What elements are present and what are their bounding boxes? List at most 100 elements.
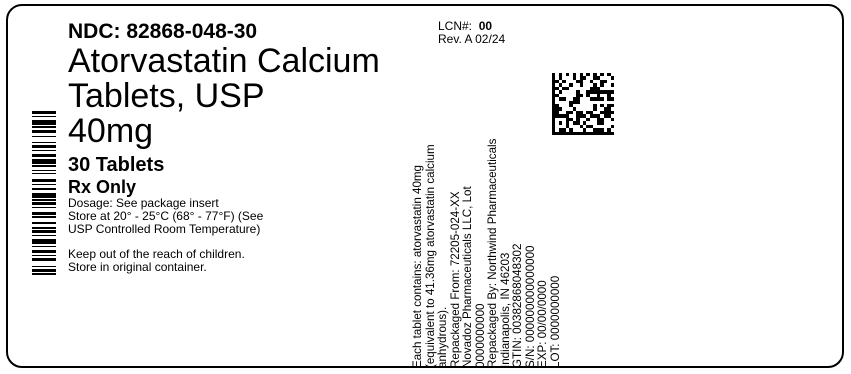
datamatrix-module	[589, 103, 594, 108]
dosage-text: Dosage: See package insert	[68, 196, 219, 210]
datamatrix-module	[572, 117, 577, 122]
barcode-module	[32, 157, 56, 159]
datamatrix-module	[603, 110, 608, 115]
datamatrix-module	[569, 128, 573, 132]
datamatrix-module	[603, 86, 608, 91]
datamatrix-module	[589, 79, 594, 84]
datamatrix-module	[552, 103, 556, 108]
datamatrix-module	[579, 90, 583, 94]
datamatrix-module	[589, 93, 594, 98]
vertical-line: anhydrous).	[436, 306, 449, 368]
datamatrix-module	[572, 110, 577, 115]
datamatrix-module	[593, 103, 597, 108]
datamatrix-module	[600, 117, 604, 122]
datamatrix-module	[589, 76, 594, 80]
datamatrix-module	[552, 128, 556, 132]
datamatrix-module	[579, 114, 583, 118]
datamatrix-module	[579, 73, 583, 77]
datamatrix-module	[576, 79, 580, 84]
datamatrix-module	[552, 110, 556, 115]
datamatrix-module	[562, 86, 566, 91]
datamatrix-module	[586, 93, 590, 98]
datamatrix-module	[582, 76, 587, 80]
datamatrix-module	[596, 93, 601, 98]
barcode-module	[32, 183, 56, 186]
datamatrix-module	[572, 107, 577, 111]
datamatrix-module	[569, 110, 573, 115]
datamatrix-module	[569, 131, 573, 135]
datamatrix-module	[603, 121, 608, 125]
datamatrix-module	[593, 86, 597, 91]
datamatrix-module	[576, 110, 580, 115]
datamatrix-module	[565, 124, 570, 129]
datamatrix-module	[572, 76, 577, 80]
barcode-module	[32, 250, 56, 254]
datamatrix-module	[586, 79, 590, 84]
barcode-module	[32, 223, 56, 228]
datamatrix-module	[569, 100, 573, 104]
datamatrix-module	[552, 83, 556, 87]
datamatrix-module	[576, 103, 580, 108]
datamatrix-module	[586, 117, 590, 122]
datamatrix-module	[603, 103, 608, 108]
datamatrix-module	[610, 131, 614, 135]
datamatrix-module	[589, 90, 594, 94]
datamatrix-module	[607, 131, 611, 135]
datamatrix-module	[607, 93, 611, 98]
datamatrix-module	[596, 90, 601, 94]
left-column: NDC: 82868-048-30 Atorvastatin Calcium T…	[68, 20, 418, 274]
datamatrix-module	[558, 128, 563, 132]
datamatrix-module	[593, 107, 597, 111]
datamatrix-module	[596, 107, 601, 111]
datamatrix-module	[572, 86, 577, 91]
datamatrix-module	[610, 117, 614, 122]
datamatrix-module	[569, 83, 573, 87]
barcode-module	[32, 208, 56, 212]
datamatrix-module	[582, 90, 587, 94]
barcode-module	[32, 188, 56, 190]
datamatrix-module	[562, 76, 566, 80]
datamatrix-module	[569, 114, 573, 118]
datamatrix-module	[600, 110, 604, 115]
datamatrix-module	[600, 124, 604, 129]
datamatrix-module	[610, 128, 614, 132]
datamatrix-module	[579, 79, 583, 84]
datamatrix-module	[600, 90, 604, 94]
datamatrix-module	[562, 100, 566, 104]
datamatrix-module	[610, 103, 614, 108]
datamatrix-module	[589, 97, 594, 101]
datamatrix-module	[582, 114, 587, 118]
datamatrix-module	[576, 114, 580, 118]
datamatrix-module	[610, 100, 614, 104]
datamatrix-module	[607, 76, 611, 80]
lcn-value: 00	[478, 19, 493, 33]
datamatrix-module	[603, 73, 608, 77]
datamatrix-module	[569, 103, 573, 108]
barcode-module	[32, 148, 56, 150]
datamatrix-module	[589, 83, 594, 87]
datamatrix-module	[589, 114, 594, 118]
datamatrix-module	[607, 124, 611, 129]
barcode-module	[32, 202, 56, 206]
datamatrix-module	[586, 114, 590, 118]
datamatrix-module	[586, 103, 590, 108]
datamatrix-module	[579, 121, 583, 125]
datamatrix-module	[607, 86, 611, 91]
ndc-number: NDC: 82868-048-30	[68, 20, 258, 43]
datamatrix-module	[562, 79, 566, 84]
datamatrix-module	[572, 114, 577, 118]
barcode-module	[32, 197, 56, 200]
datamatrix-module	[565, 100, 570, 104]
vertical-line: GTIN: 00382868048302	[511, 243, 524, 368]
vertical-line: EXP: 00/00/0000	[536, 280, 549, 368]
datamatrix-module	[582, 128, 587, 132]
datamatrix-module	[593, 100, 597, 104]
datamatrix-module	[558, 114, 563, 118]
datamatrix-module	[600, 73, 604, 77]
datamatrix-module	[555, 73, 559, 77]
datamatrix-module	[596, 83, 601, 87]
datamatrix-module	[607, 83, 611, 87]
barcode-module	[32, 115, 56, 118]
barcode-module	[32, 174, 56, 180]
datamatrix-module	[593, 97, 597, 101]
